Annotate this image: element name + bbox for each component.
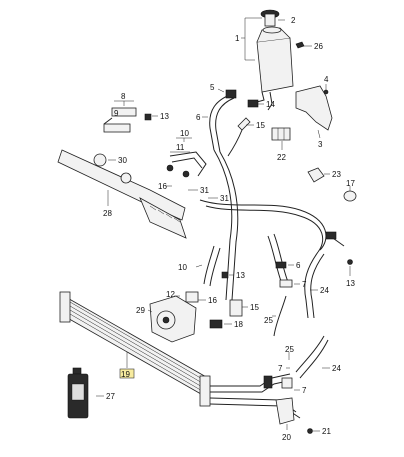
hose-clamp-icon: [225, 89, 237, 99]
callout-2: 2: [291, 16, 296, 25]
callout-3: 3: [318, 140, 323, 149]
callout-16b: 16: [208, 296, 217, 305]
callout-17: 17: [346, 179, 355, 188]
callout-8: 8: [121, 92, 126, 101]
callout-7b: 7: [278, 364, 283, 373]
hose-clamp-icon: [325, 231, 337, 240]
oil-cooler-icon: [59, 291, 211, 407]
callout-16a: 16: [158, 182, 167, 191]
callout-20: 20: [282, 433, 291, 442]
callout-18: 18: [234, 320, 243, 329]
callout-27: 27: [106, 392, 115, 401]
callout-30: 30: [118, 156, 127, 165]
callout-26: 26: [314, 42, 323, 51]
hose-clamp-icon: [209, 319, 223, 329]
callout-22: 22: [277, 153, 286, 162]
callout-25a: 25: [264, 316, 273, 325]
hose-clamp-icon: [247, 99, 259, 108]
callout-31b: 31: [220, 194, 229, 203]
hose-clamp-icon: [263, 375, 273, 389]
callout-15b: 15: [250, 303, 259, 312]
callout-23: 23: [332, 170, 341, 179]
bolt-icon: [295, 41, 305, 49]
callout-6: 6: [196, 113, 201, 122]
callout-21: 21: [322, 427, 331, 436]
callout-24a: 24: [320, 286, 329, 295]
callout-13c: 13: [346, 279, 355, 288]
callout-10: 10: [180, 129, 189, 138]
callout-6b: 6: [296, 261, 301, 270]
callout-5: 5: [210, 83, 215, 92]
callout-31a: 31: [200, 186, 209, 195]
power-steering-pump-icon: [149, 291, 199, 343]
callout-19: 19: [121, 370, 130, 379]
hose-clamp-icon: [275, 261, 287, 269]
callout-29: 29: [136, 306, 145, 315]
callout-1: 1: [235, 34, 240, 43]
callout-4: 4: [324, 75, 329, 84]
bracket-icon: [295, 85, 333, 131]
callout-12: 12: [166, 290, 175, 299]
callout-9: 9: [114, 109, 119, 118]
callout-11: 11: [176, 143, 185, 152]
callout-14: 14: [266, 100, 275, 109]
callout-10b: 10: [178, 263, 187, 272]
callout-13b: 13: [236, 271, 245, 280]
callout-13: 13: [160, 112, 169, 121]
callout-28: 28: [103, 209, 112, 218]
steering-rack-icon: [57, 149, 187, 239]
reservoir-icon: [249, 9, 294, 111]
callout-7c: 7: [302, 386, 307, 395]
hose-clamp-icon: [271, 127, 291, 141]
callout-19-highlight: [119, 368, 135, 379]
callout-25b: 25: [285, 345, 294, 354]
bracket-icon: [275, 397, 295, 425]
fluid-bottle-icon: [67, 367, 89, 419]
callout-15: 15: [256, 121, 265, 130]
callout-24b: 24: [332, 364, 341, 373]
